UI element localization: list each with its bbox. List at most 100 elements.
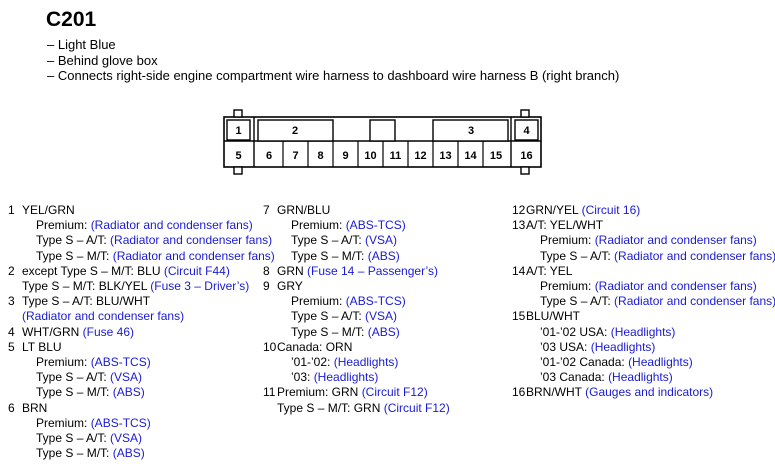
circuit-link[interactable]: (Headlights) — [333, 355, 399, 370]
wire-color-line: BRN/WHT (Gauges and indicators) — [526, 385, 775, 400]
wire-text: Premium: — [291, 294, 346, 309]
wire-variant-line: Type S – M/T: (ABS) — [22, 385, 275, 400]
circuit-link[interactable]: (ABS) — [112, 446, 145, 461]
wire-text: BRN/WHT — [526, 385, 586, 400]
wire-text: LT BLU — [22, 339, 62, 354]
circuit-link[interactable]: (Circuit F12) — [361, 385, 428, 400]
circuit-link[interactable]: (VSA) — [365, 309, 398, 324]
wire-variant-line: Premium: (ABS-TCS) — [277, 294, 450, 309]
pin-number: 2 — [8, 263, 15, 278]
circuit-link[interactable]: (Radiator and condenser fans) — [22, 309, 185, 324]
circuit-link[interactable]: (Radiator and condenser fans) — [614, 248, 775, 263]
circuit-link[interactable]: (Fuse 3 – Driver’s) — [150, 279, 250, 294]
wire-text: Type S – M/T: — [36, 385, 113, 400]
circuit-link[interactable]: (Radiator and condenser fans) — [112, 248, 275, 263]
wire-variant-line: Premium: (ABS-TCS) — [22, 416, 275, 431]
pin-number: 7 — [263, 203, 270, 217]
wire-variant-line: Type S – M/T: (ABS) — [277, 249, 450, 264]
circuit-link[interactable]: (Headlights) — [608, 370, 673, 385]
wire-text: YEL/GRN — [22, 203, 75, 217]
wire-color-line: YEL/GRN — [22, 203, 275, 218]
wire-text: Type S – A/T: — [540, 294, 615, 309]
wire-color-line: BRN — [22, 401, 275, 416]
wire-text: Premium: — [540, 279, 595, 294]
connector-diagram: 1 2 3 4 5 6 7 8 9 10 11 12 13 14 15 16 — [223, 109, 542, 175]
circuit-link[interactable]: (ABS) — [112, 385, 145, 400]
circuit-link[interactable]: (Headlights) — [628, 355, 693, 370]
circuit-link[interactable]: (ABS) — [367, 324, 400, 339]
circuit-link[interactable]: (Headlights) — [313, 370, 379, 385]
wire-color-line: Type S – A/T: BLU/WHT — [22, 294, 275, 309]
wire-color-line: A/T: YEL/WHT — [526, 218, 775, 233]
wire-variant-line: Type S – A/T: (VSA) — [277, 309, 450, 324]
wire-text: Premium: — [36, 218, 91, 233]
wire-text: ’01-’02 Canada: — [540, 355, 629, 370]
circuit-link[interactable]: (Radiator and condenser fans) — [594, 233, 757, 248]
circuit-link[interactable]: (ABS) — [367, 248, 400, 263]
circuit-link[interactable]: (Headlights) — [590, 339, 656, 354]
pin-label-1: 1 — [235, 125, 241, 137]
description-location: – Behind glove box — [47, 52, 158, 68]
pin-number: 5 — [8, 339, 15, 354]
circuit-link[interactable]: (ABS-TCS) — [90, 355, 151, 370]
wire-text: Type S – A/T: — [36, 431, 111, 446]
wire-text: Type S – A/T: — [291, 233, 366, 248]
circuit-link[interactable]: (Radiator and condenser fans) — [110, 233, 273, 248]
pin-label-7: 7 — [292, 150, 298, 162]
circuit-link[interactable]: (VSA) — [110, 431, 143, 446]
pin-label-2: 2 — [292, 125, 298, 137]
pin-number: 11 — [263, 385, 276, 400]
description-connection: – Connects right-side engine compartment… — [47, 68, 620, 83]
circuit-link[interactable]: (Gauges and indicators) — [585, 385, 714, 400]
pin-label-14: 14 — [464, 150, 477, 162]
circuit-link[interactable]: (ABS-TCS) — [345, 294, 406, 309]
wire-color-line: GRN (Fuse 14 – Passenger’s) — [277, 264, 450, 279]
circuit-link[interactable]: (ABS-TCS) — [345, 218, 406, 233]
cavity-2 — [257, 119, 334, 142]
wire-color-line: WHT/GRN (Fuse 46) — [22, 325, 275, 340]
wire-color-line: LT BLU — [22, 340, 275, 355]
circuit-link[interactable]: (Circuit F12) — [383, 400, 450, 415]
wire-text: Type S – M/T: — [291, 324, 368, 339]
pin-label-9: 9 — [342, 150, 348, 162]
wire-variant-line: Premium: (Radiator and condenser fans) — [526, 233, 775, 248]
circuit-link[interactable]: (Circuit F44) — [163, 263, 230, 278]
page-title: C201 — [46, 8, 97, 31]
wire-color-line: Canada: ORN — [277, 340, 450, 355]
wire-variant-line: Type S – A/T: (VSA) — [22, 370, 275, 385]
circuit-link[interactable]: (Circuit 16) — [581, 203, 641, 217]
wire-text: Type S – A/T: — [540, 248, 615, 263]
wire-variant-line: Premium: (Radiator and condenser fans) — [22, 218, 275, 233]
circuit-link[interactable]: (Radiator and condenser fans) — [614, 294, 775, 309]
pin-label-15: 15 — [490, 150, 502, 162]
pin-number: 13 — [512, 218, 526, 233]
description-color: – Light Blue — [47, 37, 116, 52]
wire-variant-line: ’01-’02: (Headlights) — [277, 355, 450, 370]
cavity-4 — [514, 119, 539, 141]
wire-text: BLU/WHT — [526, 309, 580, 324]
wire-variant-line: Type S – A/T: (VSA) — [22, 431, 275, 446]
wire-variant-line: ’03 USA: (Headlights) — [526, 340, 775, 355]
circuit-link[interactable]: (Fuse 14 – Passenger’s) — [307, 263, 438, 278]
wire-variant-line: Premium: (ABS-TCS) — [22, 355, 275, 370]
wire-text: Canada: ORN — [277, 339, 353, 354]
circuit-link[interactable]: (Fuse 46) — [82, 324, 135, 339]
circuit-link[interactable]: (VSA) — [110, 370, 143, 385]
circuit-link[interactable]: (Radiator and condenser fans) — [90, 218, 253, 233]
pin-number: 3 — [8, 294, 15, 309]
pin-label-4: 4 — [523, 125, 530, 137]
wire-color-line: GRY — [277, 279, 450, 294]
circuit-link[interactable]: (ABS-TCS) — [90, 415, 151, 430]
circuit-link[interactable]: (Radiator and condenser fans) — [594, 279, 757, 294]
circuit-link[interactable]: (VSA) — [365, 233, 398, 248]
connector-tab-left-top — [233, 109, 243, 118]
circuit-link[interactable]: (Headlights) — [610, 324, 676, 339]
